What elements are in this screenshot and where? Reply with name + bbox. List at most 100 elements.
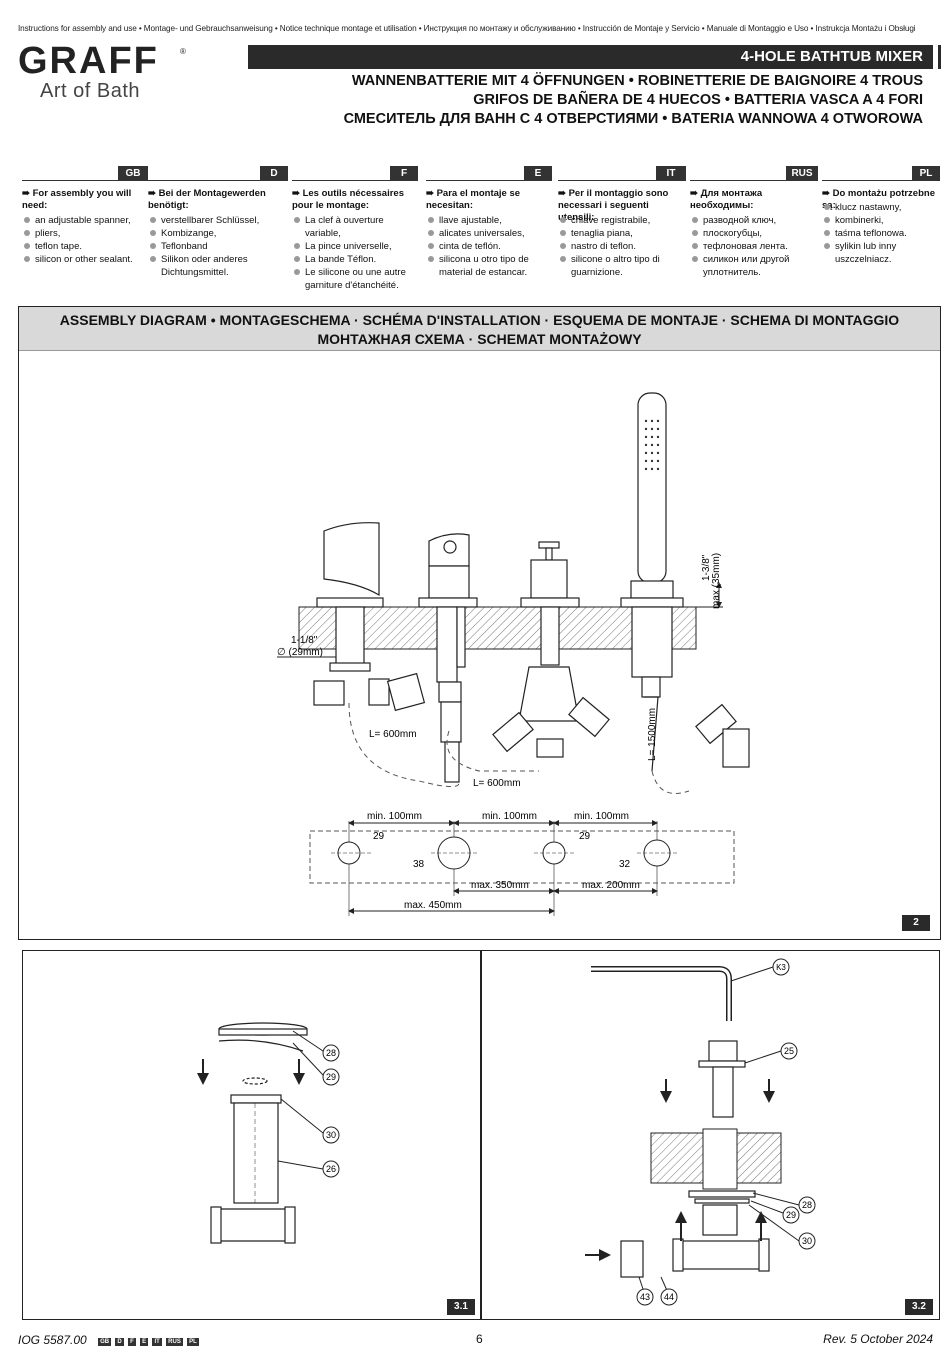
list-item: плоскогубцы, xyxy=(690,227,813,240)
diverter-valve xyxy=(492,541,610,758)
list-item: an adjustable spanner, xyxy=(22,214,133,227)
hole-38 xyxy=(437,836,471,870)
lang-tab: E xyxy=(524,166,552,181)
handshower xyxy=(620,392,750,772)
tool-list: klucz nastawny, kombinerki, taśma teflon… xyxy=(822,201,925,266)
list-item: llave ajustable, xyxy=(426,214,547,227)
lang-divider xyxy=(292,180,418,181)
assembly-heading-line: МОНТАЖНАЯ СХЕМА · SCHEMAT MONTAŻOWY xyxy=(317,331,642,347)
lang-heading: ➠ Для монтажа необходимы: xyxy=(690,188,763,211)
assembly-heading: ASSEMBLY DIAGRAM • MONTAGESCHEMA · SCHÉM… xyxy=(19,307,940,351)
assembly-drawing: 1-3/8" max (35mm) 1-1/8" ∅ (29mm) L= 600… xyxy=(277,392,750,916)
list-item: тефлоновая лента. xyxy=(690,240,813,253)
page-number: 6 xyxy=(476,1332,483,1346)
hole-dim-label: 38 xyxy=(413,859,425,870)
list-item: taśma teflonowa. xyxy=(822,227,925,240)
allen-key-k3 xyxy=(591,966,732,1021)
part-number-k3: K3 xyxy=(776,963,786,972)
part-number-25: 25 xyxy=(784,1046,794,1056)
lang-divider xyxy=(22,180,148,181)
tool-list: La clef à ouverture variable, La pince u… xyxy=(292,214,418,292)
list-item: Silikon oder anderes Dichtungsmittel. xyxy=(148,253,276,279)
tool-list: llave ajustable, alicates universales, c… xyxy=(426,214,547,279)
revision-date: Rev. 5 October 2024 xyxy=(823,1332,933,1346)
dim-label-max-mm: max (35mm) xyxy=(711,553,722,609)
tool-list: chiave registrabile, tenaglia piana, nas… xyxy=(558,214,676,279)
brand-logo: GRAFF ® xyxy=(18,40,193,83)
lang-column-rus: RUS ➠ Для монтажа необходимы: разводной … xyxy=(690,166,818,286)
mounting-surface-outline xyxy=(309,830,735,884)
lang-divider xyxy=(690,180,818,181)
footer-lang-tag: IT xyxy=(152,1338,162,1346)
part-number-30: 30 xyxy=(802,1236,812,1246)
lang-tab: IT xyxy=(656,166,686,181)
footer-language-tags: GB D F E IT RUS PL xyxy=(98,1332,200,1346)
list-item: pliers, xyxy=(22,227,133,240)
lang-column-e: E ➠ Para el montaje se necesitan: llave … xyxy=(426,166,552,286)
brand-name: GRAFF xyxy=(18,42,159,78)
assembly-diagram-panel: ASSEMBLY DIAGRAM • MONTAGESCHEMA · SCHÉM… xyxy=(18,306,941,940)
lang-heading: ➠ Bei der Montagewerden benötigt: xyxy=(148,188,266,211)
lang-divider xyxy=(148,180,288,181)
lang-heading: ➠ Para el montaje se necesitan: xyxy=(426,188,521,211)
lang-heading: ➠ Per il montaggio sono necessari i segu… xyxy=(558,188,669,223)
part-callouts xyxy=(277,1030,340,1178)
figure-number: 3.1 xyxy=(447,1299,475,1315)
subtitle-line: СМЕСИТЕЛЬ ДЛЯ ВАНН С 4 ОТВЕРСТИЯМИ • BAT… xyxy=(343,111,923,127)
part-callouts xyxy=(636,958,816,1306)
lang-heading: ➠ Les outils nécessaires pour le montage… xyxy=(292,188,404,211)
graff-logo-mark: GRAFF ® xyxy=(18,40,186,82)
list-item: nastro di teflon. xyxy=(558,240,676,253)
hose-length-label: L= 600mm xyxy=(369,729,417,740)
part-number-43: 43 xyxy=(640,1292,650,1302)
part-number-26: 26 xyxy=(326,1164,336,1174)
step-3-2-panel: K3 25 28 29 30 43 44 3.2 xyxy=(480,950,940,1320)
top-instructions-line: Instructions for assembly and use • Mont… xyxy=(18,24,916,33)
lang-divider xyxy=(426,180,552,181)
figure-number: 3.2 xyxy=(905,1299,933,1315)
dim-label-max-imp: 1-3/8" xyxy=(701,554,712,581)
lang-tab: F xyxy=(390,166,418,181)
list-item: силикон или другой уплотнитель. xyxy=(690,253,813,279)
hose-length-label: L= 600mm xyxy=(473,778,521,789)
part-number-28: 28 xyxy=(802,1200,812,1210)
dim-label-max450: max. 450mm xyxy=(404,900,462,911)
footer-lang-tag: D xyxy=(115,1338,124,1346)
doc-number-block: IOG 5587.00 GB D F E IT RUS PL xyxy=(18,1332,200,1347)
part-number-29: 29 xyxy=(786,1210,796,1220)
list-item: Teflonband xyxy=(148,240,276,253)
hole-dim-label: 29 xyxy=(579,831,591,842)
valve-parts-exploded xyxy=(698,1040,746,1118)
assembly-heading-line: ASSEMBLY DIAGRAM • MONTAGESCHEMA · SCHÉM… xyxy=(59,312,900,328)
language-tool-lists: GB ➠ For assembly you will need: an adju… xyxy=(22,166,940,291)
list-item: teflon tape. xyxy=(22,240,133,253)
list-item: klucz nastawny, xyxy=(822,201,925,214)
tool-list: an adjustable spanner, pliers, teflon ta… xyxy=(22,214,133,266)
title-bar-accent xyxy=(938,45,941,69)
valve-lower-parts xyxy=(620,1190,770,1278)
list-item: La bande Téflon. xyxy=(292,253,418,266)
brand-tagline: Art of Bath xyxy=(40,80,140,102)
allen-key-k3-inner xyxy=(591,967,731,1021)
list-item: cinta de teflón. xyxy=(426,240,547,253)
lang-column-gb: GB ➠ For assembly you will need: an adju… xyxy=(22,166,148,286)
list-item: silicone o altro tipo di guarnizione. xyxy=(558,253,676,279)
valve-parts-exploded xyxy=(210,1022,308,1244)
dim-label-diameter-imp: 1-1/8" xyxy=(291,635,318,646)
product-subtitles: WANNENBATTERIE MIT 4 ÖFFNUNGEN • ROBINET… xyxy=(344,72,923,129)
lang-tab: GB xyxy=(118,166,148,181)
list-item: tenaglia piana, xyxy=(558,227,676,240)
deck-section xyxy=(298,606,697,650)
list-item: alicates universales, xyxy=(426,227,547,240)
list-item: silicon or other sealant. xyxy=(22,253,133,266)
list-item: silicona u otro tipo de material de esta… xyxy=(426,253,547,279)
tool-list: verstellbarer Schlüssel, Kombizange, Tef… xyxy=(148,214,276,279)
lang-divider xyxy=(558,180,686,181)
hole-dim-label: 29 xyxy=(373,831,385,842)
lang-column-f: F ➠ Les outils nécessaires pour le monta… xyxy=(292,166,418,291)
handshower-spray-dots xyxy=(644,419,660,471)
dim-label-diameter-mm: ∅ (29mm) xyxy=(277,647,323,658)
footer-lang-tag: PL xyxy=(187,1338,199,1346)
lang-divider xyxy=(822,180,940,181)
doc-number: IOG 5587.00 xyxy=(18,1333,87,1347)
